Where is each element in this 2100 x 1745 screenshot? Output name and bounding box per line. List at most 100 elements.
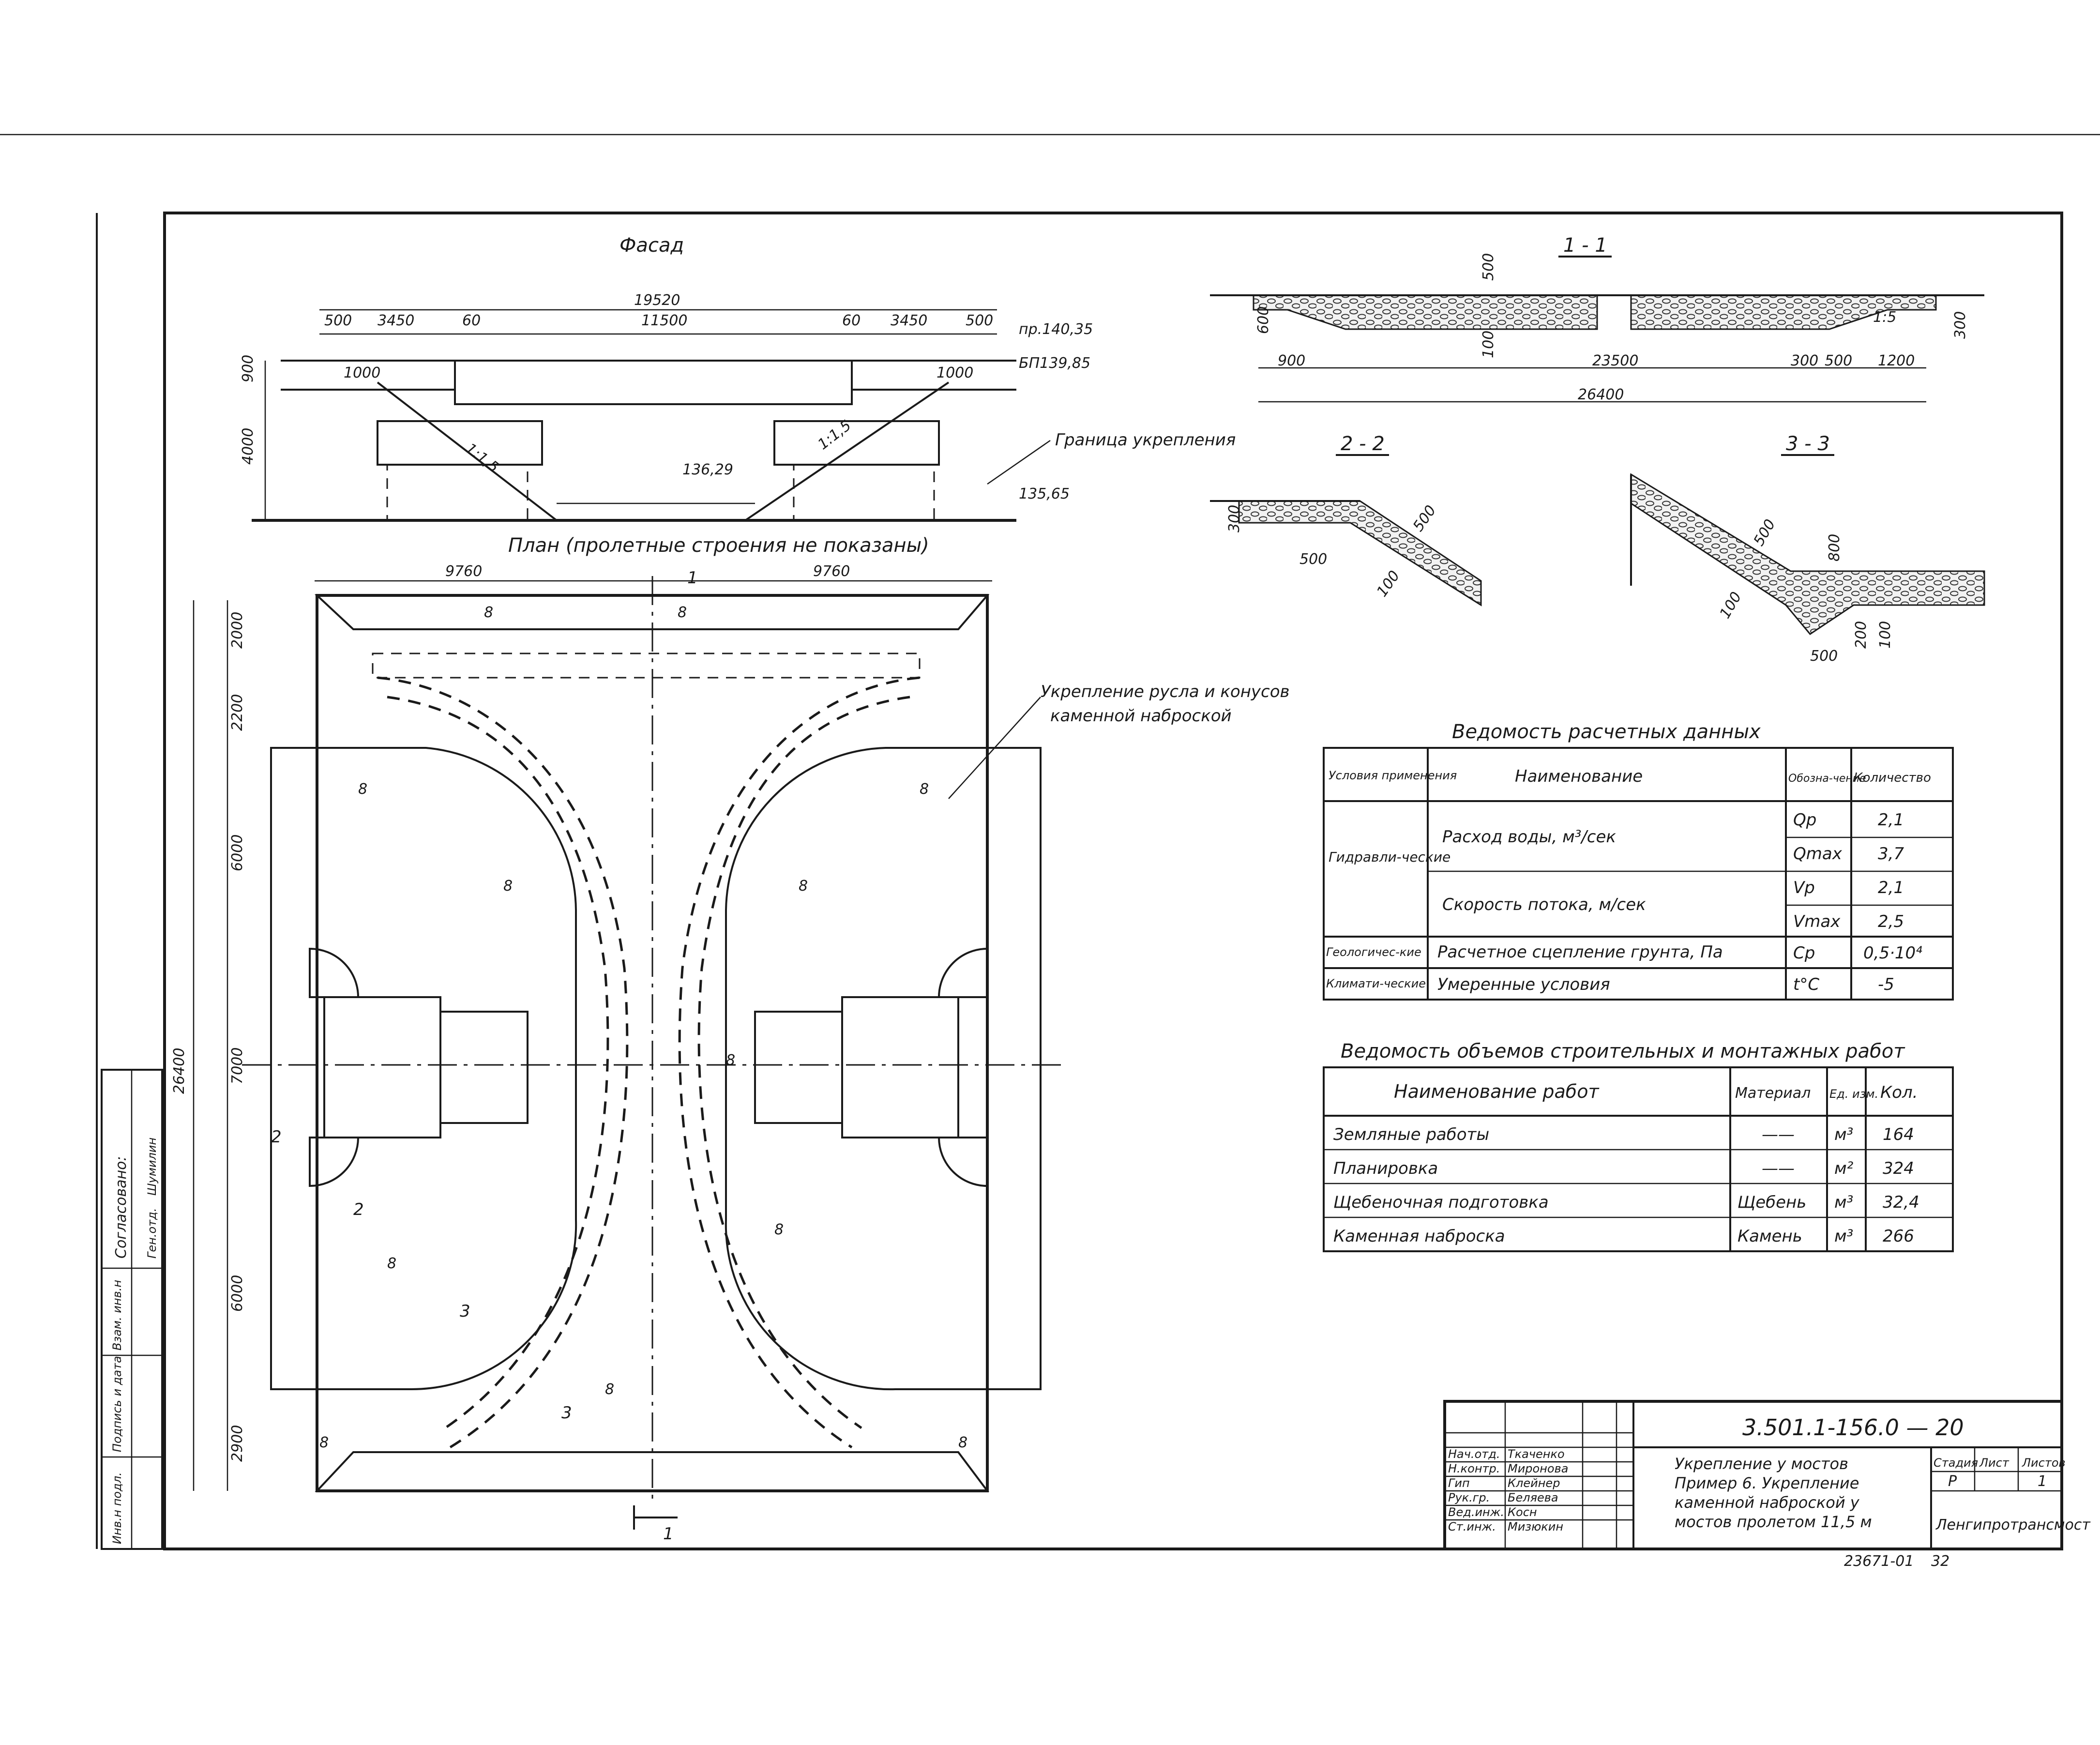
stamp-stage-header: Стадия [1934,1456,1978,1470]
design-table-flow-value-1: 2,1 [1878,810,1904,830]
stamp-name-2: Миронова [1508,1462,1568,1475]
plan-title: План (пролетные строения не показаны) [508,534,929,557]
design-table-velocity-value-1: 2,1 [1878,878,1904,897]
facade-dim-f: 3450 [891,312,927,329]
plan-corner-left-bottom [309,1137,360,1187]
facade-deck [454,360,853,405]
stamp-role-1: Нач.отд. [1448,1447,1500,1461]
facade-slope-right [744,381,950,521]
plan-apron-bottom [315,1451,989,1492]
plan-dim-2900: 2900 [229,1425,246,1462]
plan-channel-right-1 [678,676,920,1449]
section-2-2: 2 - 2 300 500 500 100 [1210,433,1482,607]
section-3-3: 3 - 3 500 800 100 500 200 100 [1630,433,1985,665]
section-2-riprap [1238,500,1482,607]
volumes-row-gravel-qty: 32,4 [1883,1193,1919,1212]
plan-zone-mark: 8 [799,878,808,895]
stamp-role-6: Ст.инж. [1448,1520,1496,1533]
plan-zone-mark: 8 [726,1052,735,1069]
volumes-row-plan-name: Планировка [1333,1159,1438,1178]
section-3-dim-500b: 500 [1810,648,1838,665]
section-2-title: 2 - 2 [1341,433,1385,455]
stamp-title-4: мостов пролетом 11,5 м [1675,1513,1872,1531]
design-table-header-quantity: Количество [1854,771,1931,785]
facade-mark-bp: БП139,85 [1019,355,1090,372]
stamp-role-3: Гип [1448,1476,1470,1490]
volumes-row-plan-unit: м² [1834,1159,1854,1178]
facade-mark-water: 136,29 [682,461,733,478]
design-table-frame [1323,747,1954,1001]
design-table-velocity-symbol-2: Vmax [1793,912,1841,931]
facade-dim-overall: 19520 [634,292,680,309]
volumes-row-gravel-material: Щебень [1737,1193,1806,1212]
stamp-role-2: Н.контр. [1448,1462,1500,1475]
facade-slope-label-left: 1:1,5 [462,440,502,476]
section-1-dim-300a: 300 [1791,352,1818,369]
section-3-dim-500a: 500 [1751,516,1779,549]
volumes-row-stone-material: Камень [1737,1227,1802,1246]
facade-mark-bottom: 135,65 [1019,486,1070,502]
volumes-row-earth-material: —— [1762,1125,1795,1144]
side-stamp: Согласовано: Ген.отд. Шумилин Инв.н подл… [101,1069,163,1550]
plan-dim-7000: 7000 [229,1047,246,1084]
section-1-dim-500: 500 [1480,253,1497,281]
design-table-title: Ведомость расчетных данных [1452,721,1761,743]
stamp-role-4: Рук.гр. [1448,1491,1490,1504]
plan-zone-mark: 8 [358,781,367,798]
stamp-title-3: каменной наброской у [1675,1493,1860,1512]
stamp-sheets-value: 1 [2038,1473,2047,1490]
volumes-row-earth-name: Земляные работы [1333,1125,1489,1144]
section-1-slope: 1:5 [1873,309,1896,326]
design-table-cohesion-value: 0,5·10⁴ [1863,943,1922,963]
plan-zone-mark: 8 [958,1434,967,1451]
plan-abutment-left-ext [439,1011,529,1124]
plan-zone-mark: 8 [503,878,513,895]
stamp-stage-value: Р [1948,1473,1957,1490]
stamp-sheet-header: Лист [1979,1456,2009,1470]
stamp-bottom-right: 32 [1931,1553,1949,1570]
stamp-bottom-left: 23671-01 [1844,1553,1914,1570]
plan-view: План (пролетные строения не показаны) 97… [171,534,1290,1544]
design-table-velocity-value-2: 2,5 [1878,912,1904,931]
plan-corner-right-top [937,947,988,998]
stamp-title-1: Укрепление у мостов [1675,1455,1848,1473]
plan-zone-mark: 8 [319,1434,329,1451]
side-stamp-row-2: Подпись и дата [110,1356,124,1452]
volumes-table: Ведомость объемов строительных и монтажн… [1323,1040,1954,1252]
volumes-row-gravel-unit: м³ [1834,1193,1853,1212]
facade-side-dim-900: 900 [240,355,257,382]
design-table-group-hydraulic: Гидравли-ческие [1329,849,1450,865]
plan-cut-2-b: 2 [353,1200,364,1219]
design-table-header-symbol: Обозна-чение [1788,773,1866,785]
facade-side-dim-4000: 4000 [240,428,257,465]
design-table-flow-value-2: 3,7 [1878,844,1904,864]
plan-note-line2: каменной наброской [1050,706,1232,726]
facade-boundary-leader [987,440,1051,485]
plan-abutment-right-ext [754,1011,843,1124]
plan-zone-mark: 8 [605,1381,614,1398]
plan-apron-top [314,594,990,630]
facade-corner-dim-right: 1000 [937,364,973,381]
volumes-row-earth-unit: м³ [1834,1125,1853,1144]
design-table-flow-symbol-1: Qр [1793,810,1816,830]
plan-cone-right [725,747,1042,1391]
design-table-cohesion-symbol: Cр [1793,943,1815,963]
facade-pile-right [793,464,935,521]
stamp-name-3: Клейнер [1508,1476,1560,1490]
section-3-title: 3 - 3 [1786,433,1830,455]
facade-abutment-right [773,420,940,466]
plan-channel-right-2 [697,696,910,1429]
plan-dim-6000b: 6000 [229,1275,246,1312]
volumes-table-header-material: Материал [1735,1085,1811,1102]
section-1-dim-500b: 500 [1825,352,1852,369]
stamp-name-5: Косн [1508,1505,1537,1519]
title-block-code: 3.501.1-156.0 — 20 [1742,1414,1964,1441]
plan-zone-mark: 8 [678,604,687,621]
facade-slope-label-right: 1:1,5 [815,417,854,453]
side-stamp-approved: Согласовано: [113,1156,130,1259]
design-table-flow-name: Расход воды, м³/сек [1442,827,1616,847]
sheet-frame [163,212,2063,1550]
facade-mark-top: пр.140,35 [1019,321,1093,338]
plan-note-leader [948,697,1041,799]
section-2-dim-500b: 500 [1410,502,1440,535]
